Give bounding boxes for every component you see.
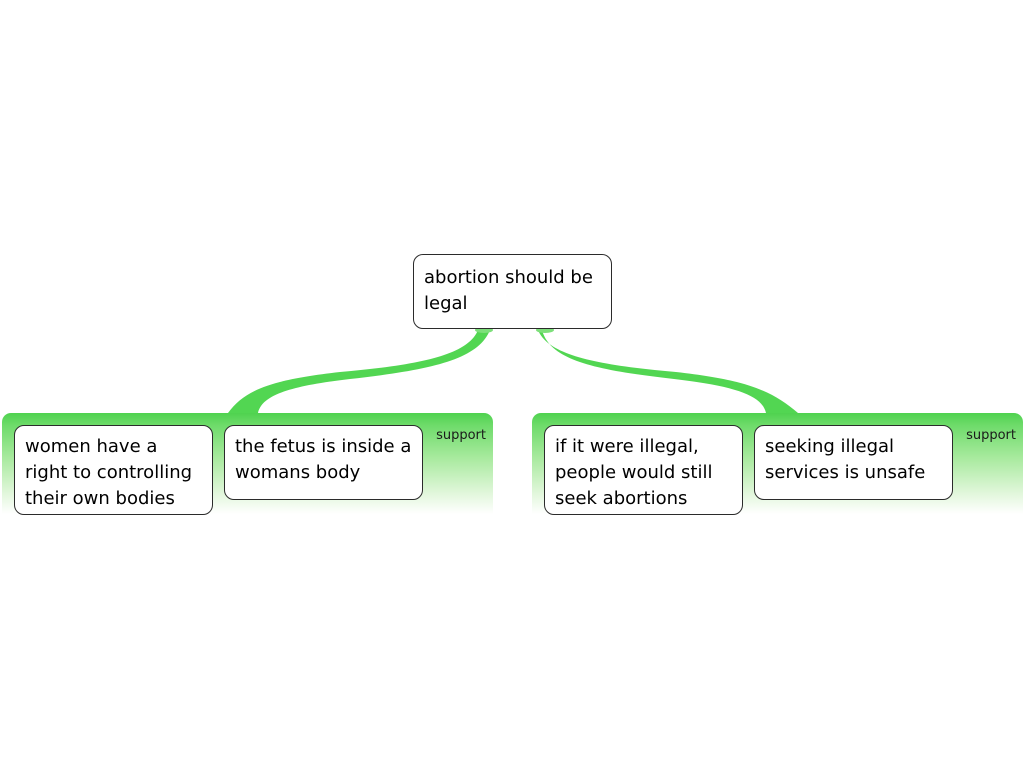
premise-node-2[interactable]: the fetus is inside a womans body (224, 425, 423, 500)
premise-text: if it were illegal, people would still s… (555, 436, 713, 509)
claim-text: abortion should be legal (424, 267, 593, 314)
premise-node-1[interactable]: women have a right to controlling their … (14, 425, 213, 515)
premise-node-4[interactable]: seeking illegal services is unsafe (754, 425, 953, 500)
support-group-2[interactable]: support if it were illegal, people would… (532, 413, 1023, 515)
support-group-1[interactable]: support women have a right to controllin… (2, 413, 493, 515)
premise-text: the fetus is inside a womans body (235, 436, 412, 483)
support-label: support (436, 428, 486, 443)
claim-node-root[interactable]: abortion should be legal (413, 254, 612, 329)
premise-text: women have a right to controlling their … (25, 436, 193, 509)
premise-text: seeking illegal services is unsafe (765, 436, 926, 483)
connector-left (228, 330, 490, 413)
connector-right (538, 330, 798, 413)
support-label: support (966, 428, 1016, 443)
premise-node-3[interactable]: if it were illegal, people would still s… (544, 425, 743, 515)
